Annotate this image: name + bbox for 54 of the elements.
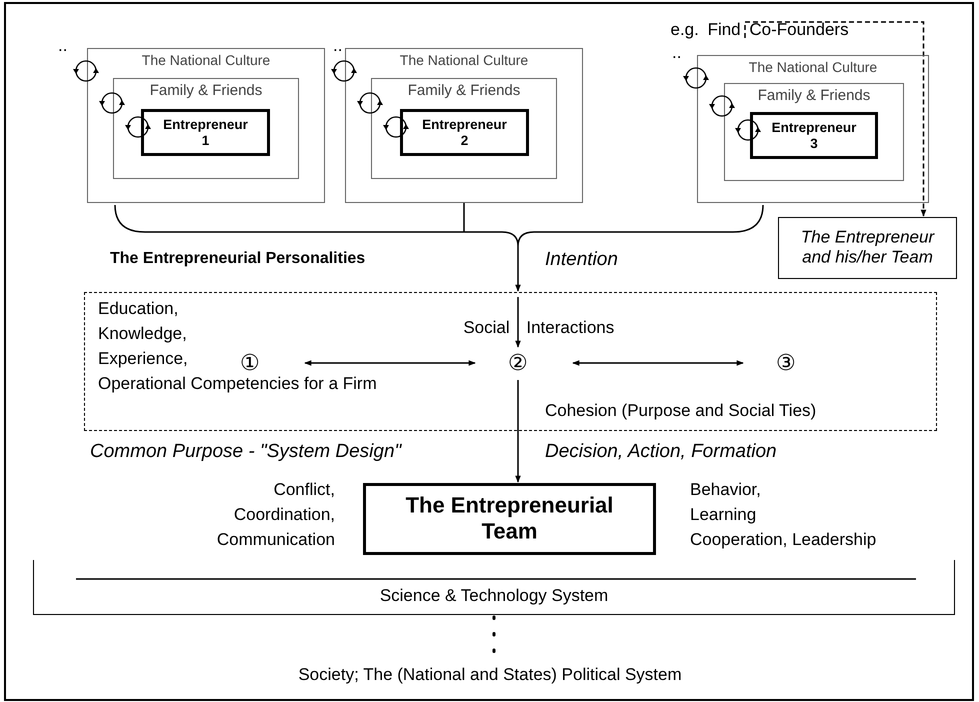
box-label: Entrepreneur 2 <box>421 116 508 149</box>
ellipsis-mark: .. <box>58 36 68 56</box>
box-label: Science & Technology System <box>378 586 610 606</box>
arrow <box>515 297 521 348</box>
text-label: Communication <box>216 530 335 550</box>
circled-number: ② <box>508 350 528 376</box>
box-label: Cohesion (Purpose and Social Ties) <box>545 401 816 421</box>
text-label: Decision, Action, Formation <box>545 441 777 463</box>
arrow <box>744 21 926 217</box>
box-label: Knowledge, <box>98 324 187 344</box>
box-label: Operational Competencies for a Firm <box>98 374 377 394</box>
box-label: Entrepreneur 1 <box>162 116 249 149</box>
box-label: The National Culture <box>398 52 530 68</box>
context-box <box>697 55 929 203</box>
box-label: Entrepreneur 3 <box>770 119 858 152</box>
team-box <box>363 483 656 555</box>
entrepreneur-box <box>750 112 878 159</box>
arrow <box>304 360 476 366</box>
box-label: Education, <box>98 299 178 319</box>
dashed-region <box>84 292 937 431</box>
ellipsis-mark: .. <box>672 43 682 63</box>
circled-number: ③ <box>776 350 796 376</box>
entrepreneur-box <box>400 109 529 156</box>
box-label: The Entrepreneur and his/her Team <box>800 228 936 268</box>
arrow <box>572 360 744 366</box>
box-label: The National Culture <box>140 52 272 68</box>
system-bracket <box>33 560 955 615</box>
box-label: Family & Friends <box>756 87 872 104</box>
text-label: The Entrepreneurial Personalities <box>110 250 366 268</box>
text-label: Learning <box>690 505 756 525</box>
note-box <box>778 217 957 279</box>
context-box <box>113 78 299 179</box>
text-label: Society; The (National and States) Political System <box>298 664 682 686</box>
entrepreneur-box <box>141 109 270 156</box>
arrow <box>515 380 521 483</box>
box-label: Experience, <box>98 349 188 369</box>
context-box <box>87 48 325 203</box>
text-label: Common Purpose - "System Design" <box>90 441 402 463</box>
ellipsis-mark: .. <box>333 36 342 56</box>
edge-label: Social Interactions <box>463 318 614 338</box>
context-box <box>371 78 557 179</box>
text-label: Cooperation, Leadership <box>690 530 876 550</box>
box-label: The Entrepreneurial Team <box>404 492 614 546</box>
edge-label: e.g. Find Co-Founders <box>670 20 849 40</box>
text-label: Coordination, <box>234 505 335 525</box>
circled-number: ① <box>240 350 260 376</box>
context-box <box>724 83 904 181</box>
text-label: Intention <box>545 249 618 271</box>
box-label: The National Culture <box>748 59 878 75</box>
context-box <box>345 48 583 203</box>
box-label: Family & Friends <box>148 82 264 99</box>
text-label: Conflict, <box>274 480 335 500</box>
text-label: Behavior, <box>690 480 761 500</box>
box-label: Family & Friends <box>406 82 522 99</box>
